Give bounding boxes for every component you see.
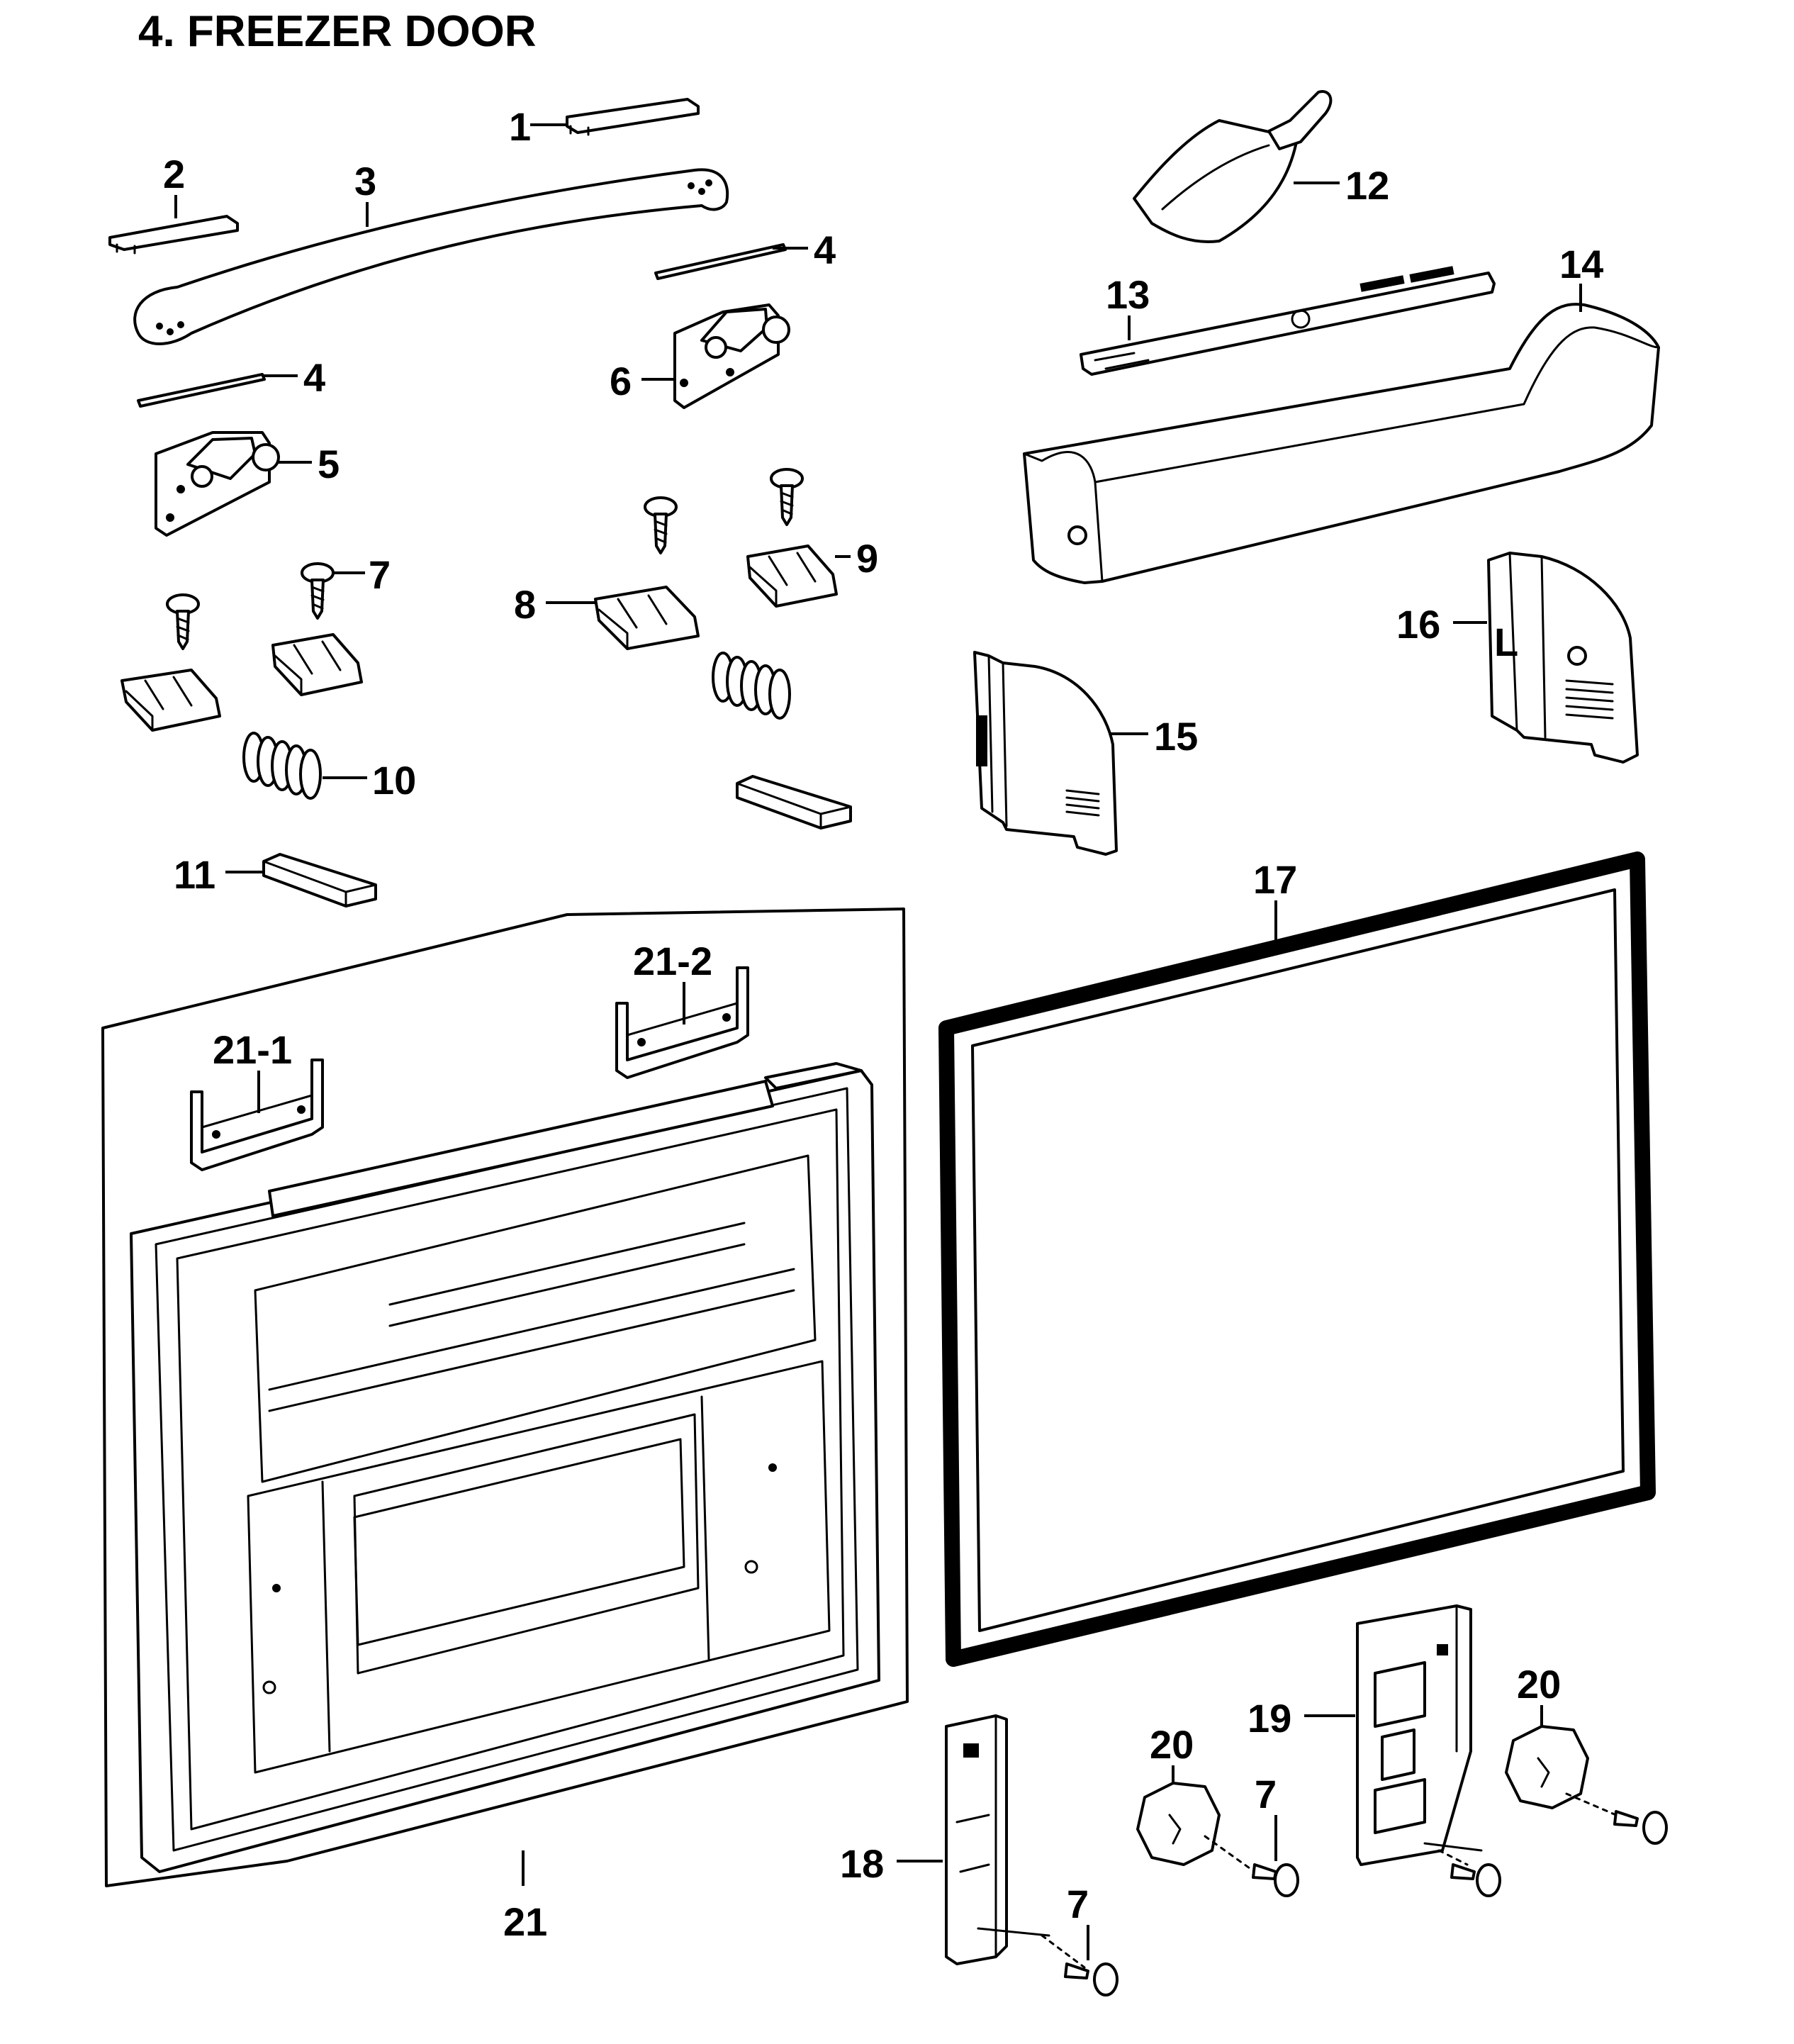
part-20-nut-icon [1505,1725,1589,1809]
callout-6: 6 [610,359,632,403]
callout-3: 3 [354,159,376,203]
part-4-rod-icon [137,373,266,408]
spring-icon [712,652,791,720]
callout-7-mid: 7 [1255,1772,1277,1816]
callout-19: 19 [1248,1696,1291,1741]
part-11-pad-icon [262,853,377,907]
part-1-cap-icon [566,98,700,136]
callout-18: 18 [840,1841,884,1886]
callout-5: 5 [318,442,340,486]
callout-4-right: 4 [814,228,836,272]
callout-13: 13 [1106,272,1150,317]
screw-icon [1565,1792,1668,1845]
callout-1: 1 [509,104,531,149]
cover-letter-l: L [1494,620,1518,664]
part-19-bracket-icon [1356,1604,1483,1866]
callout-8: 8 [514,582,536,627]
callout-20-left: 20 [1150,1722,1194,1767]
part-21-freezer-door-icon [130,1062,880,1873]
part-20-nut-icon [1136,1782,1221,1866]
part-17-door-gasket-icon [938,851,1656,1667]
part-6-hinge-icon [673,303,790,409]
callout-4-left: 4 [303,355,325,400]
callout-21-2: 21-2 [633,939,712,983]
part-21-2-bracket-icon [615,966,749,1079]
part-4-rod-icon [654,243,787,280]
screw-icon [770,468,804,526]
callout-17: 17 [1253,857,1297,902]
part-2-cap-icon [108,215,239,255]
callout-12: 12 [1345,163,1389,208]
screw-icon [1204,1835,1299,1897]
callout-7-top: 7 [369,552,391,597]
screw-icon [644,496,678,554]
part-5-hinge-icon [155,431,280,537]
part-12-ice-scoop-icon [1133,90,1333,243]
part-8-stopper-block-icon [594,586,700,650]
part-3-door-handle-icon [133,168,729,345]
callout-2: 2 [163,152,185,196]
part-9-stopper-block-icon [746,544,838,608]
part-18-bracket-icon [945,1714,1050,1965]
callout-20-right: 20 [1517,1662,1561,1707]
callout-11: 11 [174,852,215,897]
callout-14: 14 [1559,242,1603,286]
part-15-side-cover-icon [973,651,1118,856]
callout-9: 9 [856,536,878,581]
callout-7-bottom: 7 [1067,1882,1089,1926]
part-21-1-bracket-icon [190,1059,324,1171]
screw-icon [301,562,335,620]
pad-icon [736,775,852,830]
part-16-side-cover-icon: L [1487,552,1639,764]
stopper-block-icon [271,633,363,696]
callout-16: 16 [1396,602,1440,647]
part-10-spring-icon [242,732,322,800]
diagram-title: 4. FREEZER DOOR [138,7,537,56]
screw-icon [1041,1934,1119,1996]
callout-15: 15 [1154,714,1198,759]
stopper-block-icon [120,669,221,732]
callout-10: 10 [372,758,416,803]
part-21-assembly-frame [101,907,909,1887]
part-13-bin-cover-icon [1080,266,1496,376]
callout-21-1: 21-1 [213,1027,292,1072]
screw-icon [1437,1849,1501,1897]
part-14-door-bin-icon [1023,303,1660,584]
callout-21: 21 [503,1899,547,1944]
screw-icon [166,593,200,650]
